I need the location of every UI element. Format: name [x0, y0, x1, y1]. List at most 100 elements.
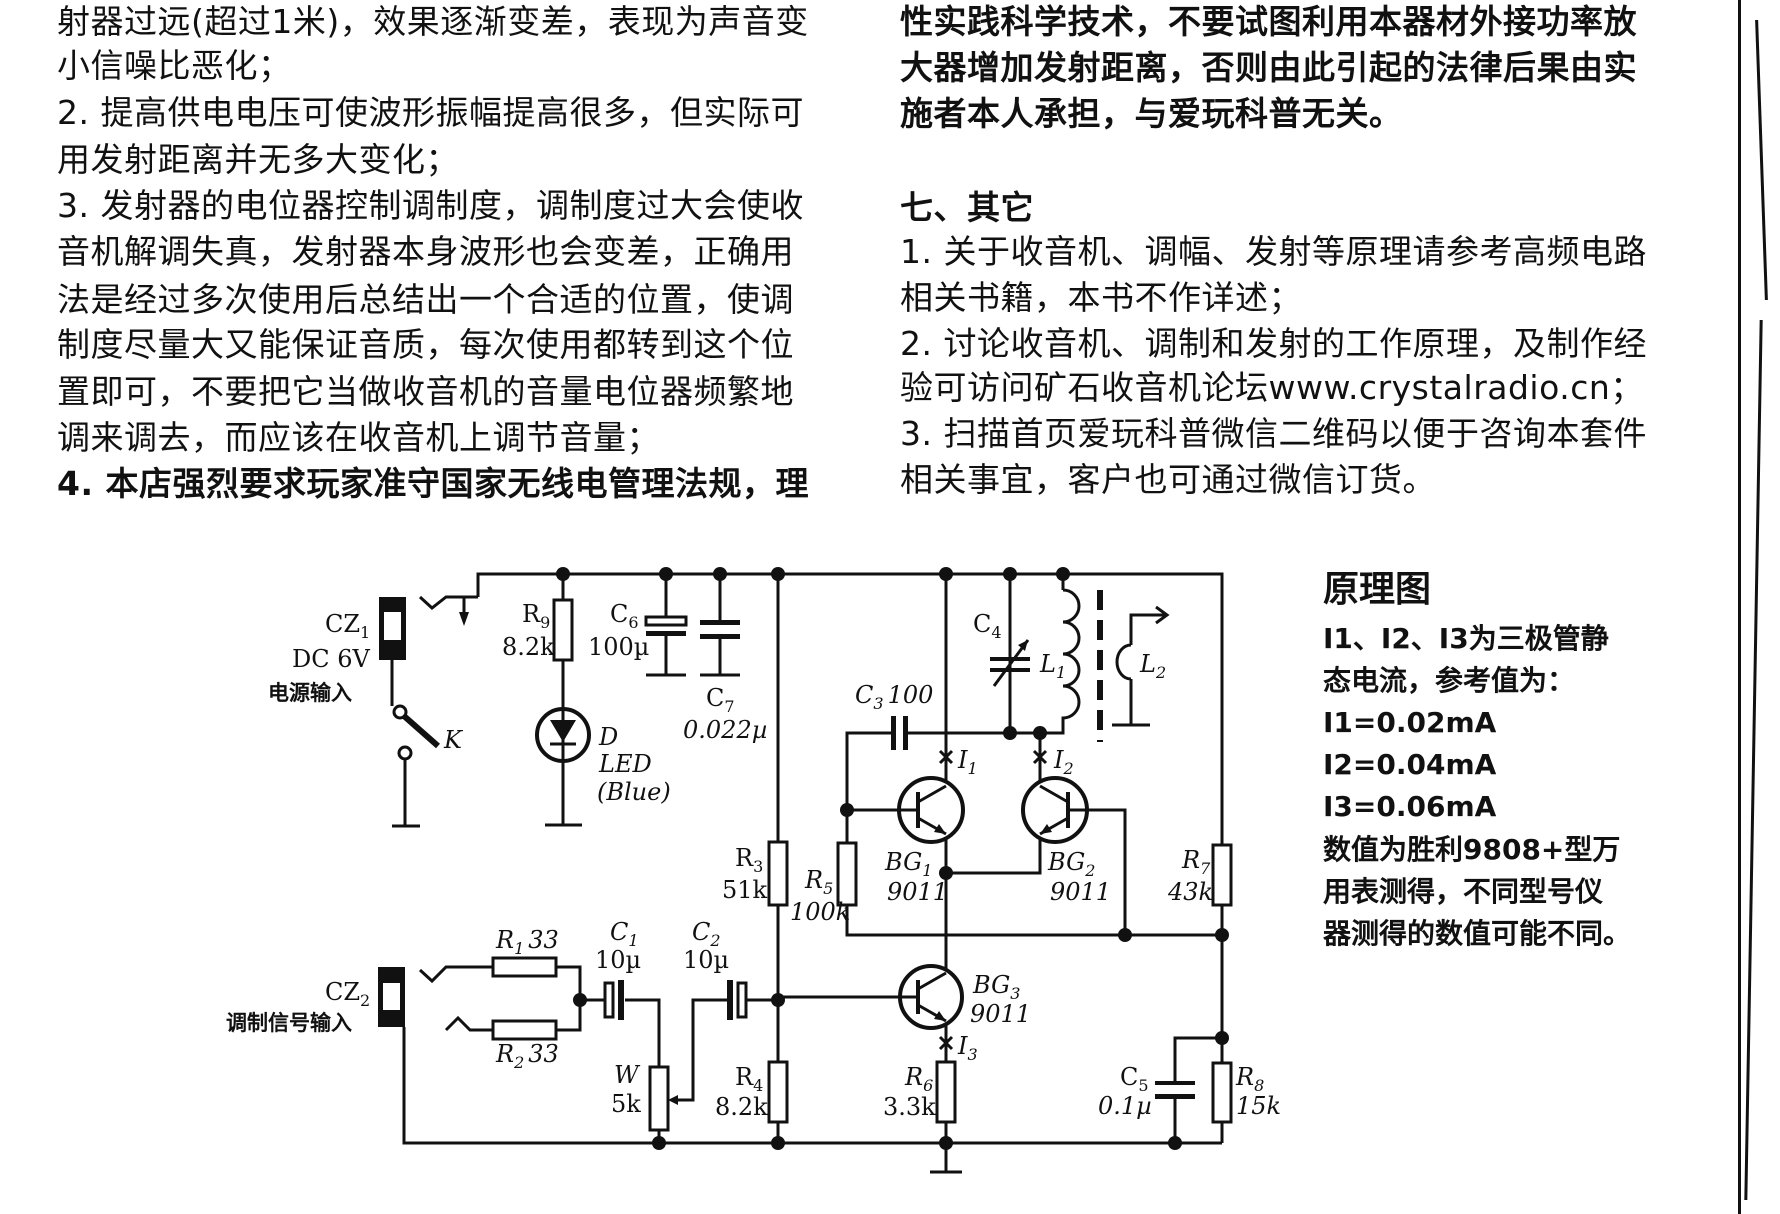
c2-value: 10µ [683, 946, 729, 974]
c1-label: C1 [610, 918, 639, 950]
r3-value: 51k [722, 876, 768, 904]
note-line: I1、I2、I3为三极管静 [1323, 622, 1609, 655]
text-line: 射器过远(超过1米)，效果逐渐变差，表现为声音变 [57, 2, 809, 41]
note-line: 数值为胜利9808+型万 [1323, 833, 1621, 866]
r5-label: R5 [804, 866, 833, 898]
r6-value: 3.3k [883, 1093, 936, 1121]
text-line: 验可访问矿石收音机论坛www.crystalradio.cn； [900, 368, 1644, 407]
text-line: 小信噪比恶化； [57, 46, 292, 85]
c5-value: 0.1µ [1098, 1092, 1152, 1120]
r3-label: R3 [735, 844, 763, 876]
text-line: 2. 讨论收音机、调制和发射的工作原理，及制作经 [900, 324, 1647, 363]
c6-label: C6 [610, 600, 639, 632]
note-line: I1=0.02mA [1323, 706, 1497, 739]
text-line: 置即可，不要把它当做收音机的音量电位器频繁地 [57, 372, 794, 411]
r6-label: R6 [904, 1063, 933, 1095]
capacitor-c5: C5 0.1µ [1098, 1063, 1195, 1120]
r4-label: R4 [735, 1063, 763, 1095]
c4-label: C4 [973, 610, 1002, 642]
note-line: I2=0.04mA [1323, 748, 1497, 781]
bg1-label: BG1 [884, 848, 932, 880]
resistor-r8: R8 15k [1211, 1061, 1281, 1124]
cz1-value: DC 6V [292, 645, 371, 673]
text-line: 用发射距离并无多大变化； [57, 140, 459, 179]
text-line: 法是经过多次使用后总结出一个合适的位置，使调 [57, 280, 794, 319]
c2-label: C2 [692, 918, 721, 950]
led-color: (Blue) [597, 778, 671, 806]
section-title: 七、其它 [900, 188, 1034, 227]
r4-value: 8.2k [715, 1093, 768, 1121]
text-line: 3. 发射器的电位器控制调制度，调制度过大会使收 [57, 186, 804, 225]
capacitor-c7: C7 0.022µ [683, 620, 767, 744]
resistor-r9: R9 8.2k [502, 598, 574, 662]
resistor-r5: R5 100k [790, 841, 858, 926]
text-line: 调来调去，而应该在收音机上调节音量； [57, 418, 660, 457]
cz2-desc: 调制信号输入 [226, 1011, 352, 1035]
c6-value: 100µ [588, 633, 649, 661]
text-line-bold: 4. 本店强烈要求玩家准守国家无线电管理法规，理 [57, 464, 809, 503]
signal-jack-cz2: CZ2 调制信号输入 [226, 967, 405, 1035]
schematic-title: 原理图 [1323, 569, 1432, 610]
bg3-value: 9011 [970, 1000, 1031, 1028]
text-line-bold: 性实践科学技术，不要试图利用本器材外接功率放 [900, 2, 1637, 41]
resistor-r4: R4 8.2k [715, 1060, 789, 1124]
junction-dots [556, 567, 1229, 1150]
r9-label: R9 [522, 600, 550, 632]
w-value: 5k [611, 1090, 641, 1118]
resistor-r7: R7 43k [1167, 843, 1233, 907]
i3-label: I3 [957, 1032, 978, 1064]
bg2-value: 9011 [1050, 878, 1111, 906]
c5-label: C5 [1120, 1063, 1149, 1095]
transistor-bg1: BG1 9011 [884, 776, 965, 906]
cz1-label: CZ1 [325, 610, 370, 642]
c7-value: 0.022µ [683, 716, 767, 744]
capacitor-c4-variable: C4 [973, 610, 1030, 687]
page-edge-line [1738, 0, 1741, 1214]
r9-value: 8.2k [502, 633, 555, 661]
capacitor-c2: C2 10µ [683, 918, 748, 1020]
bg3-label: BG3 [972, 971, 1020, 1003]
w-label: W [614, 1061, 641, 1089]
switch-label: K [443, 726, 464, 754]
c7-label: C7 [706, 684, 735, 716]
capacitor-c1: C1 10µ [595, 918, 641, 1020]
text-line: 相关事宜，客户也可通过微信订货。 [900, 460, 1436, 499]
text-line-bold: 施者本人承担，与爱玩科普无关。 [900, 94, 1403, 133]
cz1-desc: 电源输入 [268, 681, 352, 705]
power-jack-cz1: CZ1 DC 6V 电源输入 [268, 597, 406, 705]
bg1-value: 9011 [887, 878, 948, 906]
resistor-r6: R6 3.3k [883, 1060, 957, 1124]
led-type: LED [598, 750, 652, 778]
led-d: D LED (Blue) [535, 707, 671, 806]
transistor-bg3: BG3 9011 [898, 964, 1031, 1030]
text-line: 相关书籍，本书不作详述； [900, 278, 1302, 317]
note-line: I3=0.06mA [1323, 790, 1497, 823]
r7-value: 43k [1167, 878, 1213, 906]
l1-label: L1 [1039, 650, 1066, 682]
text-line: 制度尽量大又能保证音质，每次使用都转到这个位 [57, 325, 794, 364]
note-line: 态电流，参考值为： [1323, 664, 1576, 697]
text-line: 2. 提高供电电压可使波形振幅提高很多，但实际可 [57, 93, 804, 132]
bg2-label: BG2 [1047, 848, 1095, 880]
i2-label: I2 [1053, 746, 1074, 778]
text-line: 3. 扫描首页爱玩科普微信二维码以便于咨询本套件 [900, 414, 1647, 453]
led-label: D [598, 723, 618, 751]
c1-value: 10µ [595, 946, 641, 974]
power-switch-k: K [392, 704, 464, 761]
cz2-label: CZ2 [325, 978, 370, 1010]
r5-value: 100k [790, 898, 850, 926]
r7-label: R7 [1181, 846, 1211, 878]
r8-value: 15k [1236, 1092, 1281, 1120]
text-line: 1. 关于收音机、调幅、发射等原理请参考高频电路 [900, 232, 1647, 271]
l2-label: L2 [1139, 650, 1166, 682]
capacitor-c6: C6 100µ [588, 600, 688, 661]
text-line: 音机解调失真，发射器本身波形也会变差，正确用 [57, 232, 794, 271]
i1-label: I1 [957, 746, 978, 778]
